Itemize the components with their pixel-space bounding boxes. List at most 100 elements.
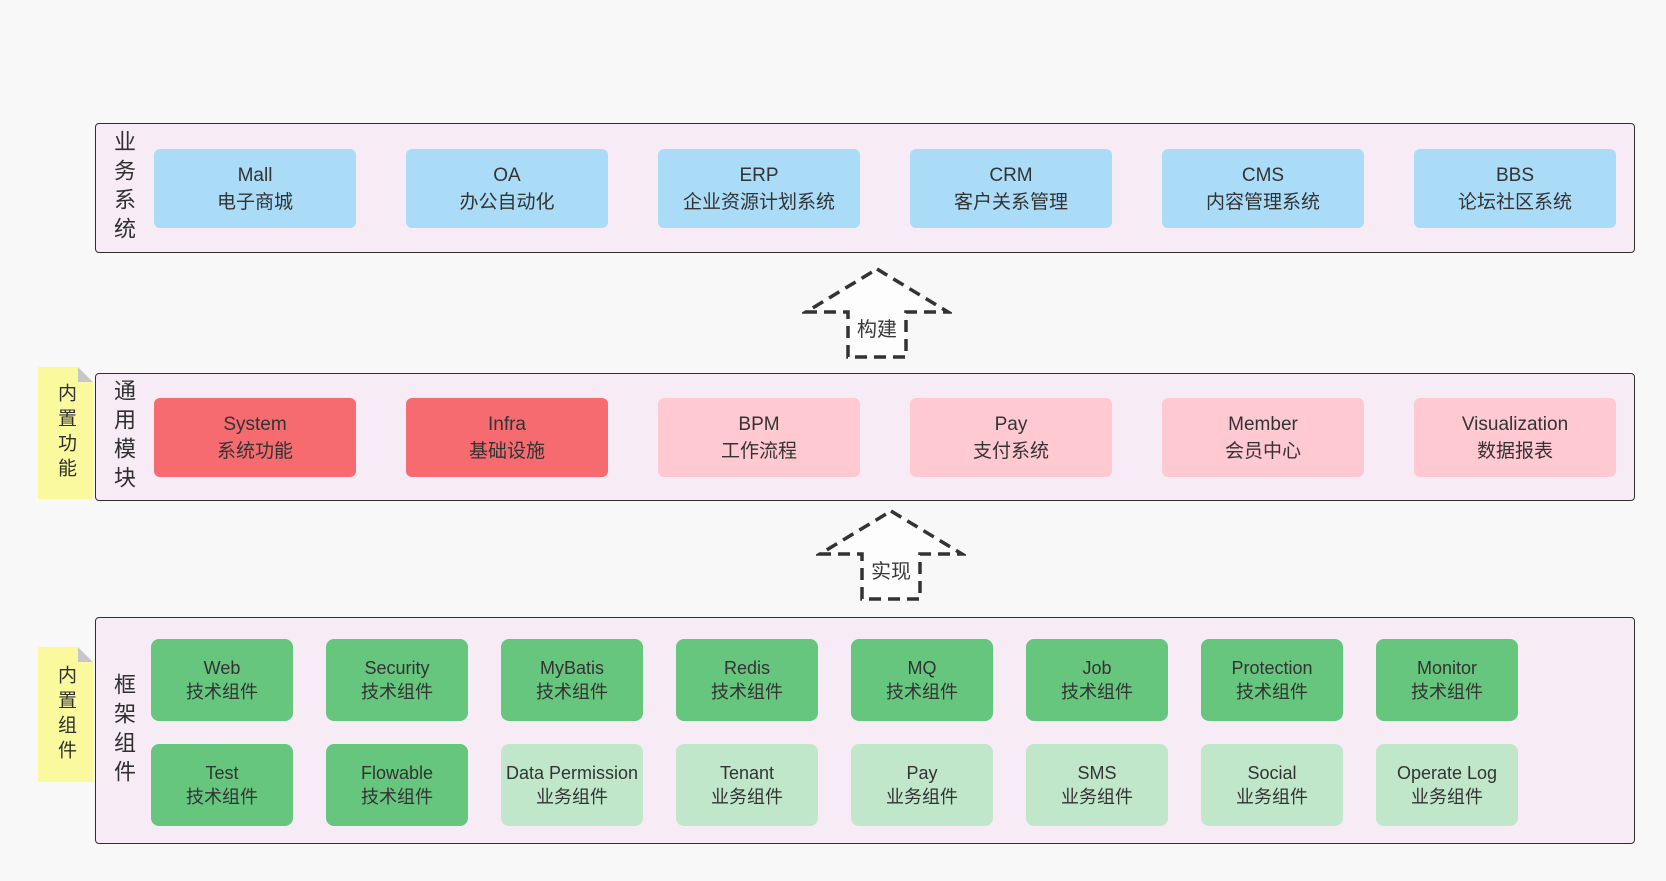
- sticky-label: 内置组件: [55, 664, 76, 765]
- business-systems-box-row: Mall 电子商城 OA 办公自动化 ERP 企业资源计划系统 CRM 客户关系…: [154, 149, 1616, 228]
- up-arrow-icon: [802, 266, 952, 359]
- box-subtitle: 技术组件: [186, 787, 258, 807]
- box-subtitle: 业务组件: [1411, 787, 1483, 807]
- box-test: Test 技术组件: [151, 744, 293, 826]
- box-title: Test: [205, 763, 239, 783]
- box-member: Member 会员中心: [1162, 398, 1364, 477]
- box-subtitle: 基础设施: [468, 440, 545, 462]
- box-monitor: Monitor 技术组件: [1376, 639, 1518, 721]
- layer-common-modules: 通用模块 System 系统功能 Infra 基础设施 BPM 工作流程 Pay…: [95, 373, 1635, 501]
- arrow-label-build: 构建: [857, 319, 897, 341]
- box-subtitle: 内容管理系统: [1205, 191, 1320, 213]
- box-title: Web: [203, 658, 241, 678]
- box-mq: MQ 技术组件: [851, 639, 993, 721]
- box-title: Security: [364, 658, 430, 678]
- box-subtitle: 系统功能: [216, 440, 293, 462]
- box-title: Mall: [237, 164, 273, 186]
- box-title: ERP: [739, 164, 779, 186]
- box-erp: ERP 企业资源计划系统: [658, 149, 860, 228]
- box-job: Job 技术组件: [1026, 639, 1168, 721]
- up-arrow-icon: [816, 508, 966, 601]
- box-title: Operate Log: [1396, 763, 1498, 783]
- box-bbs: BBS 论坛社区系统: [1414, 149, 1616, 228]
- box-subtitle: 支付系统: [972, 440, 1049, 462]
- dashed-up-arrow-implement: 实现: [816, 508, 966, 602]
- layer-label-business-systems: 业务系统: [111, 130, 136, 246]
- box-title: Visualization: [1461, 413, 1569, 435]
- box-subtitle: 技术组件: [1411, 682, 1483, 702]
- box-subtitle: 业务组件: [886, 787, 958, 807]
- box-title: Social: [1247, 763, 1297, 783]
- box-mybatis: MyBatis 技术组件: [501, 639, 643, 721]
- box-title: CMS: [1241, 164, 1285, 186]
- box-subtitle: 论坛社区系统: [1457, 191, 1572, 213]
- box-title: MQ: [907, 658, 937, 678]
- layer-framework-components: 框架组件 Web 技术组件 Security 技术组件 MyBatis 技术组件…: [95, 617, 1635, 844]
- box-title: Flowable: [360, 763, 434, 783]
- box-subtitle: 技术组件: [886, 682, 958, 702]
- box-subtitle: 业务组件: [1061, 787, 1133, 807]
- sticky-label: 内置功能: [55, 383, 76, 483]
- box-crm: CRM 客户关系管理: [910, 149, 1112, 228]
- box-title: Monitor: [1416, 658, 1478, 678]
- box-title: BPM: [738, 413, 780, 435]
- box-title: Redis: [723, 658, 771, 678]
- box-subtitle: 办公自动化: [459, 191, 555, 213]
- box-system: System 系统功能: [154, 398, 356, 477]
- box-oa: OA 办公自动化: [406, 149, 608, 228]
- box-subtitle: 技术组件: [361, 682, 433, 702]
- box-security: Security 技术组件: [326, 639, 468, 721]
- box-pay: Pay 支付系统: [910, 398, 1112, 477]
- box-cms: CMS 内容管理系统: [1162, 149, 1364, 228]
- framework-components-row-1: Web 技术组件 Security 技术组件 MyBatis 技术组件 Redi…: [151, 639, 1518, 721]
- box-operate-log: Operate Log 业务组件: [1376, 744, 1518, 826]
- box-tenant: Tenant 业务组件: [676, 744, 818, 826]
- box-title: Pay: [906, 763, 938, 783]
- dashed-up-arrow-build: 构建: [802, 266, 952, 360]
- box-subtitle: 工作流程: [720, 440, 797, 462]
- box-title: BBS: [1495, 164, 1535, 186]
- box-subtitle: 技术组件: [361, 787, 433, 807]
- box-subtitle: 技术组件: [1236, 682, 1308, 702]
- box-protection: Protection 技术组件: [1201, 639, 1343, 721]
- box-infra: Infra 基础设施: [406, 398, 608, 477]
- box-title: Data Permission: [505, 763, 639, 783]
- box-bpm: BPM 工作流程: [658, 398, 860, 477]
- box-title: Infra: [487, 413, 527, 435]
- box-subtitle: 数据报表: [1476, 440, 1553, 462]
- box-subtitle: 技术组件: [1061, 682, 1133, 702]
- box-title: Tenant: [719, 763, 775, 783]
- box-subtitle: 技术组件: [711, 682, 783, 702]
- box-sms: SMS 业务组件: [1026, 744, 1168, 826]
- box-data-permission: Data Permission 业务组件: [501, 744, 643, 826]
- box-title: System: [223, 413, 287, 435]
- sticky-fold-corner: [78, 367, 93, 382]
- box-subtitle: 技术组件: [536, 682, 608, 702]
- box-subtitle: 会员中心: [1224, 440, 1301, 462]
- box-subtitle: 业务组件: [536, 787, 608, 807]
- box-subtitle: 电子商城: [216, 191, 293, 213]
- sticky-note-built-in-components: 内置组件: [38, 647, 93, 782]
- sticky-note-built-in-functions: 内置功能: [38, 367, 93, 499]
- box-redis: Redis 技术组件: [676, 639, 818, 721]
- box-title: OA: [493, 164, 521, 186]
- box-subtitle: 业务组件: [711, 787, 783, 807]
- framework-components-row-2: Test 技术组件 Flowable 技术组件 Data Permission …: [151, 744, 1518, 826]
- common-modules-box-row: System 系统功能 Infra 基础设施 BPM 工作流程 Pay 支付系统…: [154, 398, 1616, 477]
- box-flowable: Flowable 技术组件: [326, 744, 468, 826]
- box-web: Web 技术组件: [151, 639, 293, 721]
- box-title: MyBatis: [539, 658, 604, 678]
- arrow-label-implement: 实现: [871, 561, 911, 583]
- layer-label-framework-components: 框架组件: [111, 672, 136, 789]
- box-subtitle: 技术组件: [186, 682, 258, 702]
- box-pay-business: Pay 业务组件: [851, 744, 993, 826]
- box-subtitle: 企业资源计划系统: [682, 191, 835, 213]
- sticky-fold-corner: [78, 647, 93, 662]
- box-title: Pay: [994, 413, 1028, 435]
- box-title: Protection: [1231, 658, 1313, 678]
- layer-business-systems: 业务系统 Mall 电子商城 OA 办公自动化 ERP 企业资源计划系统 CRM…: [95, 123, 1635, 253]
- box-title: Job: [1082, 658, 1112, 678]
- box-subtitle: 客户关系管理: [953, 191, 1068, 213]
- box-title: Member: [1228, 413, 1298, 435]
